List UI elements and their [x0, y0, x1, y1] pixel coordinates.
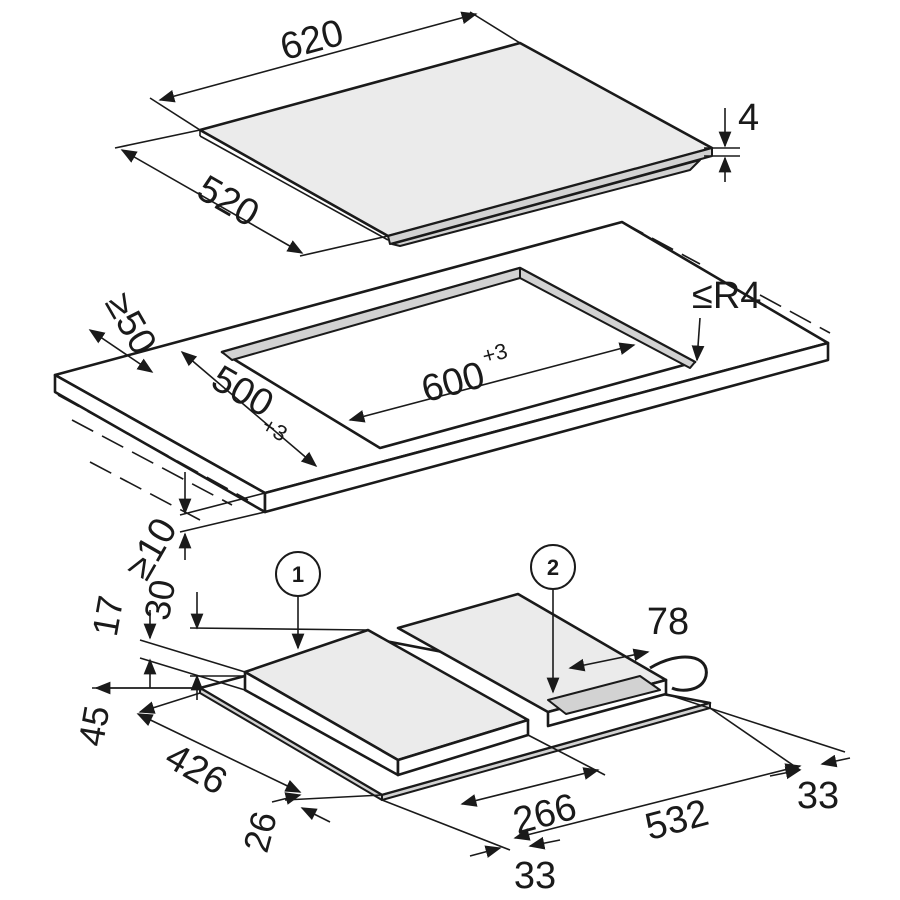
hob-top-view: 620 520 4 — [114, 11, 759, 257]
cutout-back-wall — [221, 267, 521, 361]
dim-266-label: 266 — [509, 786, 581, 843]
power-cable — [649, 655, 708, 692]
worktop-cutout-view: ≥50 ≤R4 600 +3 500 +3 ≥10 — [53, 220, 831, 587]
worktop-front-edge — [263, 341, 830, 514]
dim-532-line — [513, 763, 802, 841]
dim-78-label: 78 — [647, 601, 689, 643]
worktop-thickness-label: ≥10 — [118, 511, 186, 587]
corner-radius-pointer — [691, 317, 705, 362]
dim-33-front-label: 33 — [514, 855, 556, 897]
appliance-underside-view: 1 2 17 30 45 426 26 266 — [70, 544, 851, 897]
dim-45-label: 45 — [70, 703, 117, 750]
hob-depth-dimension-line — [120, 149, 304, 254]
dim-33-right-label: 33 — [797, 775, 839, 817]
front-distance-dimension-line — [88, 329, 154, 373]
dim-26-label: 26 — [235, 807, 285, 856]
dim-30-label: 30 — [136, 577, 183, 624]
cutout-width-label: 600 — [417, 354, 489, 411]
cutout-depth-dimension-line — [180, 350, 318, 468]
hob-glass-surface — [198, 41, 714, 238]
hob-width-label: 620 — [276, 12, 348, 69]
connection-box — [547, 675, 661, 715]
callout-2-circle — [530, 544, 576, 590]
hob-frame-edge — [391, 159, 701, 247]
hob-width-dimension-line — [158, 11, 478, 103]
corner-radius-label: ≤R4 — [692, 275, 761, 317]
callout-1-label: 1 — [292, 562, 304, 587]
callout-2-label: 2 — [547, 555, 559, 580]
dim-532-label: 532 — [641, 792, 713, 849]
dim-426-label: 426 — [158, 736, 234, 804]
dim-426-line — [136, 713, 302, 793]
cutout-width-tolerance: +3 — [479, 338, 510, 369]
cutout-width-dimension-line — [348, 342, 636, 423]
cutout-right-wall — [519, 267, 696, 369]
dim-78-line — [568, 648, 650, 672]
hob-thickness-label: 4 — [738, 97, 759, 139]
callout-1-circle — [275, 551, 321, 597]
dim-17-label: 17 — [84, 593, 131, 640]
